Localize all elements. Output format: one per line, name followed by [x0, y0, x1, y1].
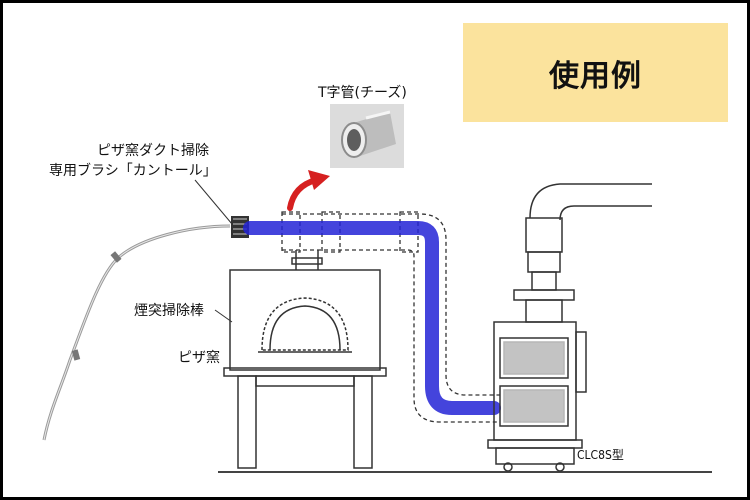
pizza-oven	[223, 250, 387, 469]
pizza-oven-label: ピザ窯	[178, 350, 220, 366]
duct-outline	[281, 211, 500, 423]
duct-highlight	[243, 221, 501, 415]
brush-label-line1: ピザ窯ダクト掃除	[97, 143, 209, 159]
brush-leader	[194, 179, 233, 225]
model-label: CLC8S型	[577, 448, 624, 462]
tee-pipe-photo	[330, 104, 404, 168]
clc8s-machine	[487, 321, 587, 472]
usage-example-badge: 使用例	[463, 23, 728, 122]
cleaning-rod-label: 煙突掃除棒	[134, 303, 204, 319]
brush-label-line2: 専用ブラシ「カントール」	[49, 163, 217, 179]
exhaust-chimney	[513, 183, 652, 323]
tee-pipe-icon	[330, 104, 404, 168]
badge-title: 使用例	[549, 58, 642, 94]
rod-leader	[214, 309, 233, 323]
brush-head	[231, 216, 249, 238]
red-arrow	[287, 170, 330, 211]
tee-pipe-label: T字管(チーズ)	[318, 85, 407, 101]
cleaning-rod	[42, 224, 231, 441]
